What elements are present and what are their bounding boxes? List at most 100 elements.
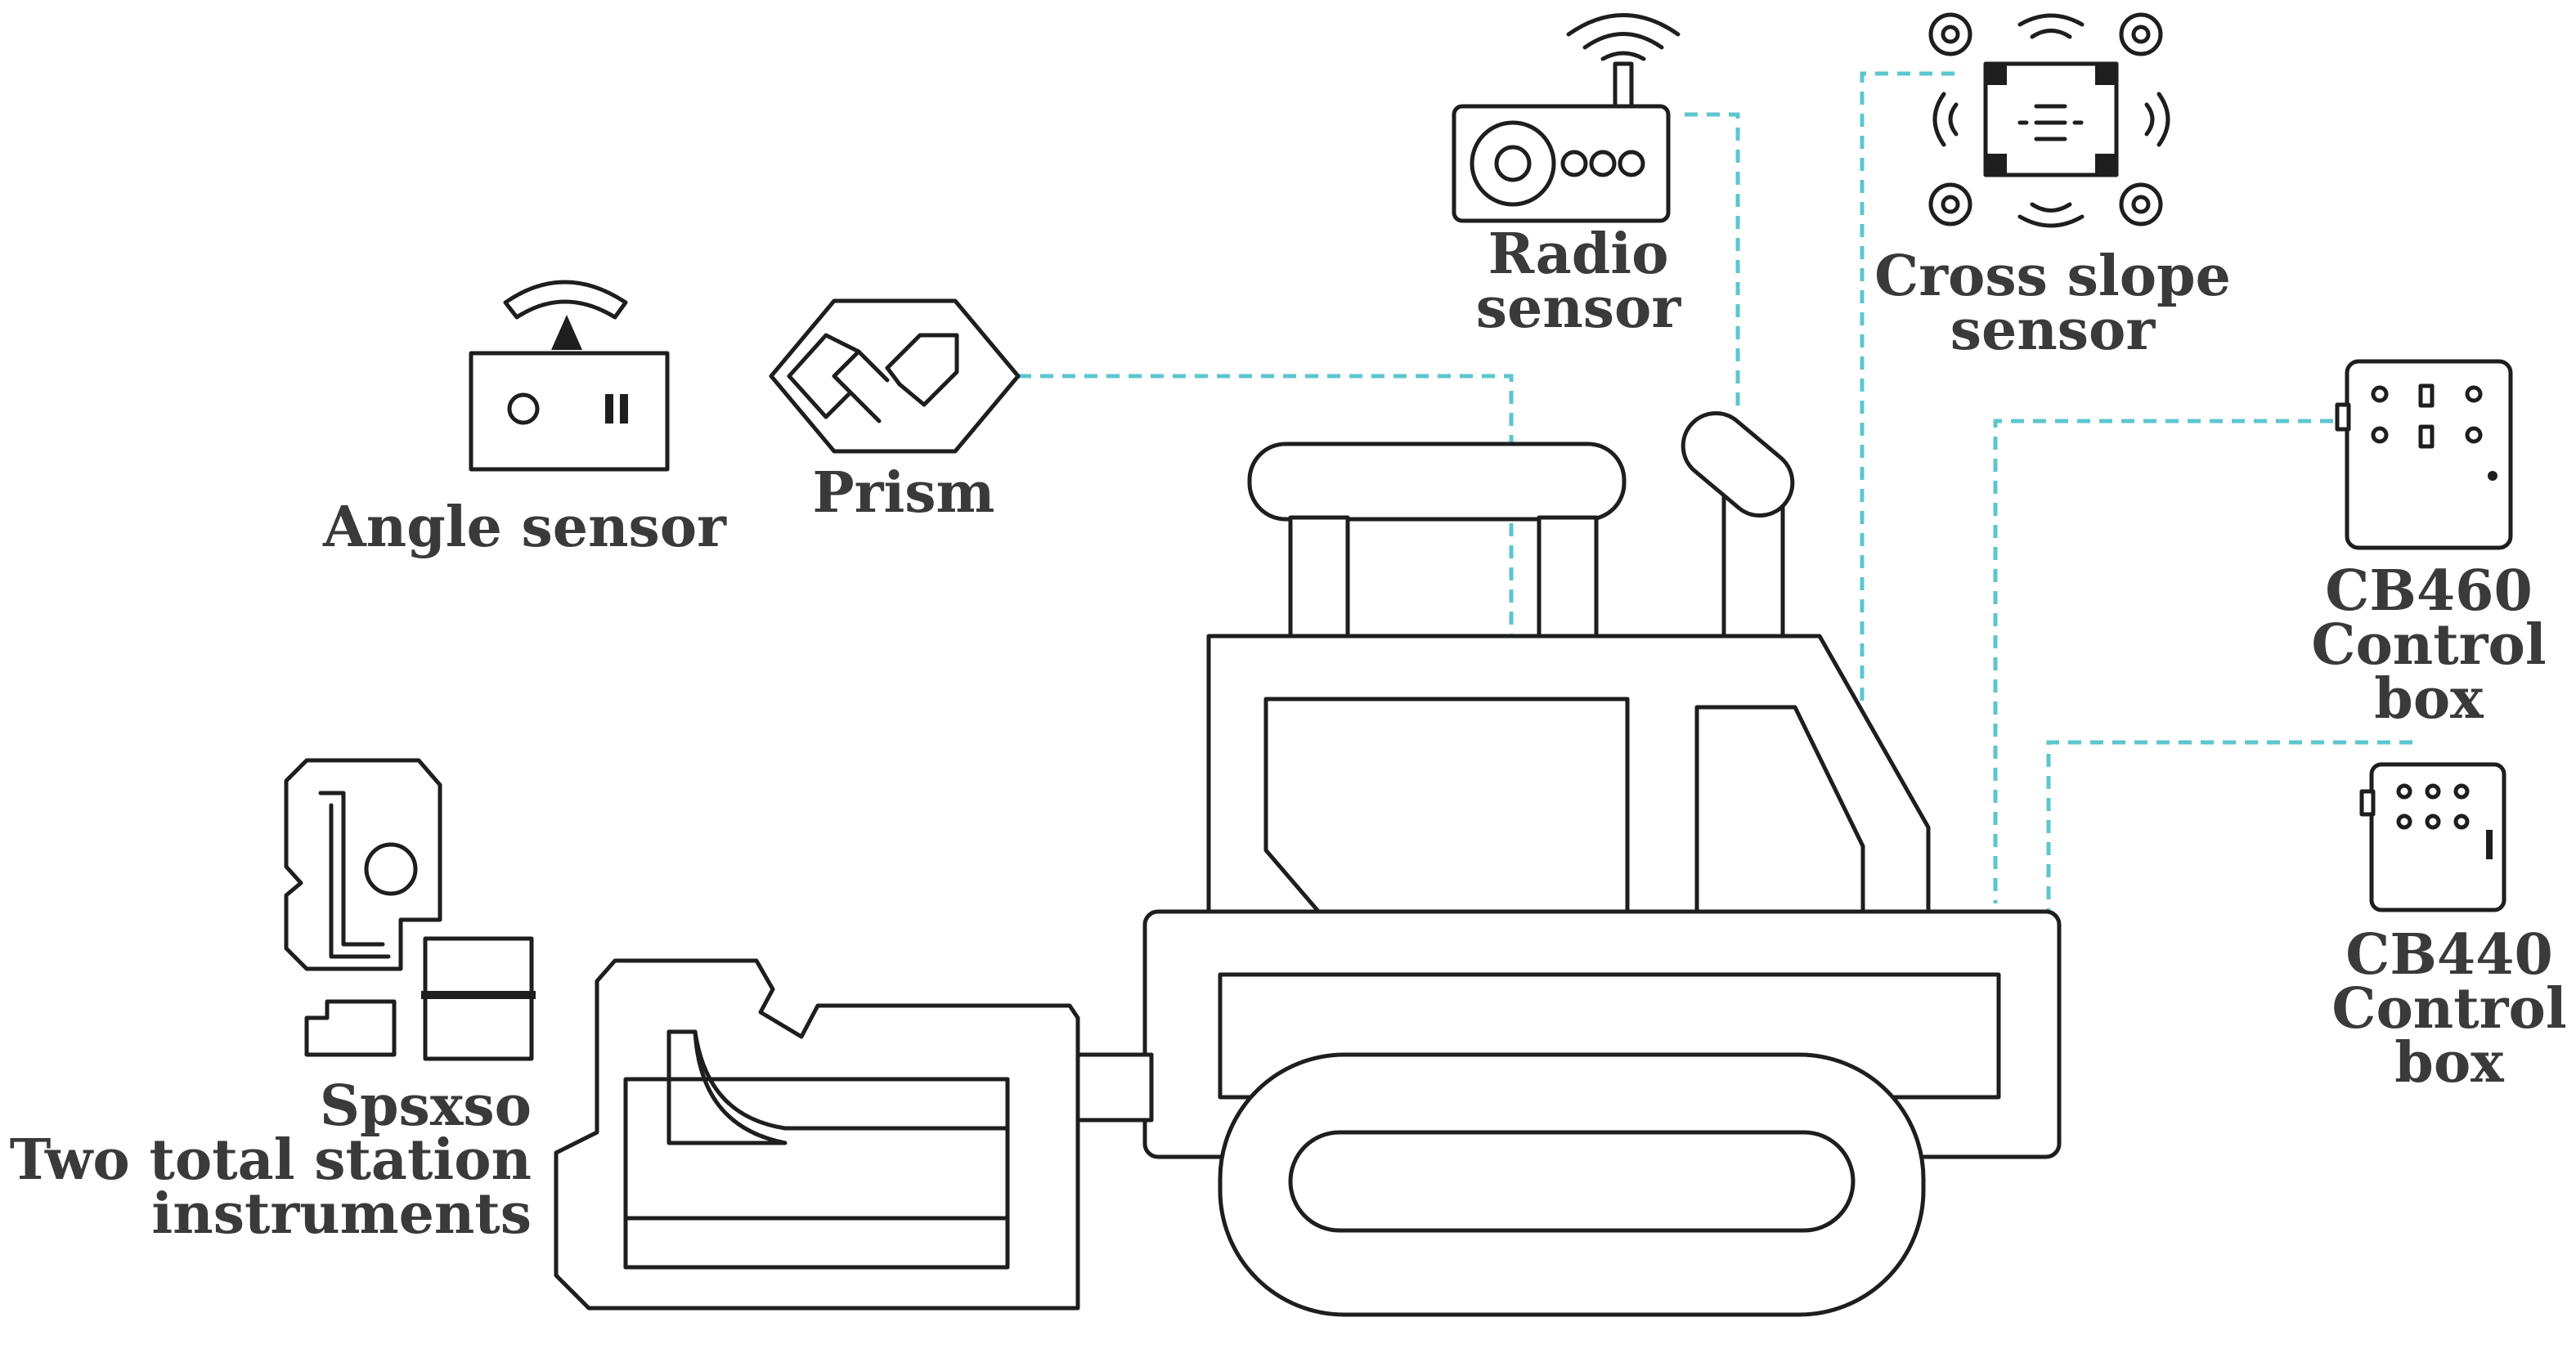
total-station-label: Spsxso Two total station instruments — [8, 1073, 532, 1247]
cb460-dot-4 — [2465, 426, 2483, 444]
bulldozer-cab — [1206, 634, 1931, 917]
bulldozer-icon — [554, 411, 2062, 1317]
radio-sensor-icon — [1452, 13, 1681, 223]
connector-cross-slope-sensor — [1860, 71, 1954, 903]
total-station-base — [304, 999, 397, 1057]
cross-slope-sensor-label-line-2: sensor — [1950, 298, 2156, 363]
bulldozer-blade — [554, 958, 1080, 1311]
angle-sensor-arc — [503, 280, 628, 320]
total-station-label-line-3: instruments — [151, 1181, 532, 1247]
bulldozer-blade-recess — [623, 1077, 1010, 1270]
total-station-lens — [364, 842, 418, 896]
bulldozer-track — [1218, 1052, 1926, 1317]
total-station-icon — [284, 758, 536, 1061]
radio-speaker-outer — [1470, 120, 1556, 207]
cb460-label-line-3: box — [2374, 666, 2484, 732]
radio-speaker-inner — [1494, 145, 1532, 182]
bulldozer-cab-window-right — [1694, 705, 1865, 917]
cb460-label: CB460 Control box — [2298, 558, 2560, 732]
prism-arrow-right — [885, 333, 959, 407]
cb440-label-line-3: box — [2394, 1030, 2504, 1096]
cb460-label-line-2: Control — [2311, 612, 2547, 678]
total-station-label-line-2: Two total station — [9, 1127, 532, 1193]
cross-slope-rotor-tr-hub — [2131, 25, 2151, 44]
angle-sensor-label: Angle sensor — [323, 495, 726, 560]
cb460-control-box-icon — [2335, 359, 2513, 550]
cb440-label-line-2: Control — [2331, 976, 2567, 1042]
cb440-side-tab — [2359, 789, 2376, 817]
cb440-dot-2 — [2425, 783, 2441, 800]
radio-knob-2 — [1589, 150, 1617, 177]
cb440-switch — [2486, 830, 2493, 859]
bulldozer-arm-link — [1075, 1052, 1154, 1123]
cross-slope-rotor-tr — [2119, 12, 2163, 56]
radio-sensor-label-line-1: Radio — [1488, 222, 1669, 287]
connector-cb440 — [2046, 740, 2412, 969]
cross-slope-rotor-tl-hub — [1941, 25, 1960, 44]
cross-slope-sensor-icon — [1928, 12, 2170, 228]
cross-slope-rotor-bl — [1928, 182, 1972, 226]
cb460-dot-2 — [2465, 385, 2483, 403]
total-station-frame — [318, 791, 391, 959]
radio-knob-3 — [1618, 150, 1645, 177]
cross-slope-rotor-tl — [1928, 12, 1972, 56]
angle-sensor-bar-2 — [620, 394, 628, 424]
cb440-dot-1 — [2396, 783, 2412, 800]
prism-label: Prism — [785, 460, 1022, 526]
cb460-slot-1 — [2418, 383, 2435, 408]
cross-slope-center-marks — [2017, 104, 2084, 141]
radio-wave-inner — [1600, 51, 1646, 61]
cb460-side-tab — [2335, 402, 2351, 432]
cross-slope-corner-bl — [1986, 154, 2007, 175]
total-station-label-line-1: Spsxso — [319, 1073, 532, 1139]
cb440-dot-6 — [2453, 813, 2470, 830]
cb460-label-line-1: CB460 — [2325, 558, 2533, 624]
radio-wave-outer — [1566, 13, 1681, 37]
cross-slope-corner-br — [2095, 154, 2116, 175]
cb440-dot-5 — [2425, 813, 2441, 830]
prism-icon — [769, 298, 1021, 454]
cb460-dot-3 — [2371, 426, 2389, 444]
radio-wave-middle — [1582, 32, 1664, 50]
cross-slope-corner-tl — [1986, 64, 2007, 85]
angle-sensor-dial — [507, 392, 540, 425]
connector-cb460 — [1993, 419, 2355, 903]
cb440-body — [2369, 762, 2506, 912]
prism-label-line-1: Prism — [812, 460, 995, 526]
total-station-screen-bar — [421, 991, 536, 999]
prism-link — [848, 349, 890, 424]
cross-slope-waves — [1932, 13, 2170, 228]
angle-sensor-pointer — [551, 315, 582, 350]
cb460-dot-5 — [2488, 471, 2497, 481]
cb440-label: CB440 Control box — [2322, 922, 2576, 1096]
radio-sensor-label-line-2: sensor — [1475, 276, 1681, 341]
connector-radio-sensor — [1685, 112, 1740, 409]
cb440-control-box-icon — [2359, 762, 2506, 912]
radio-knob-1 — [1560, 150, 1588, 177]
angle-sensor-icon — [469, 280, 670, 472]
cross-slope-sensor-label-line-1: Cross slope — [1874, 244, 2231, 309]
cross-slope-rotor-bl-hub — [1941, 195, 1960, 214]
angle-sensor-body — [469, 351, 670, 472]
cb440-dot-3 — [2453, 783, 2470, 800]
bulldozer-cab-post-right — [1537, 515, 1599, 641]
bulldozer-cab-post-left — [1288, 515, 1350, 641]
cross-slope-rotor-br-hub — [2131, 195, 2151, 214]
bulldozer-blade-curve — [666, 1029, 788, 1145]
cb440-label-line-1: CB440 — [2345, 922, 2553, 988]
bulldozer-roof — [1247, 441, 1627, 522]
cb440-dot-4 — [2396, 813, 2412, 830]
total-station-body — [284, 758, 442, 971]
cross-slope-body — [1983, 61, 2119, 177]
cross-slope-corner-tr — [2095, 64, 2116, 85]
angle-sensor-bar-1 — [605, 394, 613, 424]
radio-antenna — [1613, 61, 1634, 111]
cb460-body — [2345, 359, 2513, 550]
bulldozer-track-inner — [1288, 1130, 1856, 1233]
bulldozer-exhaust-cap — [1681, 411, 1795, 518]
angle-sensor-label-line-1: Angle sensor — [323, 495, 726, 560]
radio-sensor-label: Radio sensor — [1447, 222, 1709, 341]
cross-slope-rotor-br — [2119, 182, 2163, 226]
cb460-slot-2 — [2418, 424, 2435, 449]
